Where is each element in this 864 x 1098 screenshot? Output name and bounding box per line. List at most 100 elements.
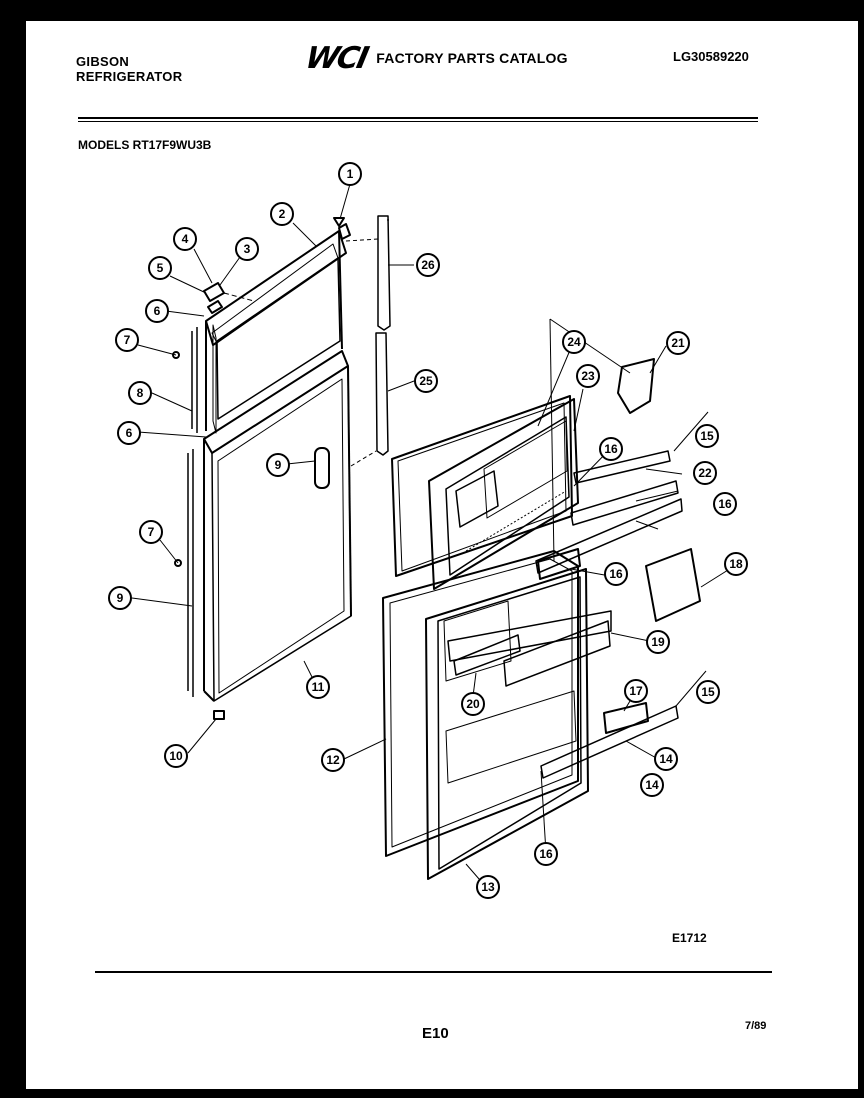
callout-16: 16 xyxy=(534,842,558,866)
callout-3: 3 xyxy=(235,237,259,261)
header-divider xyxy=(78,117,758,119)
callout-circle xyxy=(321,748,345,772)
document-number: LG30589220 xyxy=(673,49,749,64)
callout-7: 7 xyxy=(139,520,163,544)
callout-19: 19 xyxy=(646,630,670,654)
callout-label: 16 xyxy=(604,442,618,456)
model-number: MODELS RT17F9WU3B xyxy=(78,138,212,152)
callout-21: 21 xyxy=(666,331,690,355)
callout-circle xyxy=(173,227,197,251)
door-handle xyxy=(314,447,330,489)
callout-circle xyxy=(338,162,362,186)
callout-label: 25 xyxy=(419,374,433,388)
brand-name: GIBSON xyxy=(76,54,130,69)
callout-circle xyxy=(576,364,600,388)
callout-7: 7 xyxy=(115,328,139,352)
print-date: 7/89 xyxy=(745,1020,767,1032)
freezer-door-liner xyxy=(428,398,579,590)
callout-circle xyxy=(164,744,188,768)
callout-6: 6 xyxy=(117,421,141,445)
callout-label: 14 xyxy=(645,778,659,792)
callout-label: 6 xyxy=(154,304,161,318)
callout-24: 24 xyxy=(562,330,586,354)
callout-label: 26 xyxy=(421,258,435,272)
callout-label: 7 xyxy=(148,525,155,539)
callout-circle xyxy=(640,773,664,797)
callout-20: 20 xyxy=(461,692,485,716)
callout-10: 10 xyxy=(164,744,188,768)
callout-6: 6 xyxy=(145,299,169,323)
callout-label: 10 xyxy=(169,749,183,763)
callout-16: 16 xyxy=(604,562,628,586)
callout-15: 15 xyxy=(696,680,720,704)
callout-25: 25 xyxy=(414,369,438,393)
butter-bin xyxy=(645,548,701,622)
callout-label: 21 xyxy=(671,336,685,350)
callout-12: 12 xyxy=(321,748,345,772)
callout-26: 26 xyxy=(416,253,440,277)
callout-22: 22 xyxy=(693,461,717,485)
callout-label: 15 xyxy=(700,429,714,443)
door-shelf-rails xyxy=(535,450,683,779)
page-number: E10 xyxy=(422,1025,449,1042)
callout-circle xyxy=(416,253,440,277)
callout-label: 22 xyxy=(698,466,712,480)
callout-label: 12 xyxy=(326,753,340,767)
callout-circle xyxy=(108,586,132,610)
callout-label: 20 xyxy=(466,697,480,711)
callout-circle xyxy=(696,680,720,704)
freezer-door-outer xyxy=(205,230,347,434)
callout-label: 23 xyxy=(581,369,595,383)
catalog-title: FACTORY PARTS CATALOG xyxy=(376,50,568,66)
callout-circle xyxy=(145,299,169,323)
callout-18: 18 xyxy=(724,552,748,576)
callout-circle xyxy=(266,453,290,477)
callout-circle xyxy=(117,421,141,445)
dispenser-bracket xyxy=(617,358,655,414)
callout-9: 9 xyxy=(108,586,132,610)
callout-5: 5 xyxy=(148,256,172,280)
callout-2: 2 xyxy=(270,202,294,226)
callout-label: 11 xyxy=(312,680,325,694)
callout-15: 15 xyxy=(695,424,719,448)
callout-circle xyxy=(115,328,139,352)
callout-label: 6 xyxy=(126,426,133,440)
callout-circle xyxy=(604,562,628,586)
callout-circle xyxy=(724,552,748,576)
callout-circle xyxy=(128,381,152,405)
callout-circle xyxy=(148,256,172,280)
product-type: REFRIGERATOR xyxy=(76,69,183,84)
callout-14: 14 xyxy=(654,747,678,771)
callout-circle xyxy=(461,692,485,716)
callout-23: 23 xyxy=(576,364,600,388)
hinge-pin-top xyxy=(338,223,351,240)
callout-label: 14 xyxy=(659,752,673,766)
callout-label: 16 xyxy=(609,567,623,581)
callout-circle xyxy=(534,842,558,866)
brand-block: GIBSON REFRIGERATOR xyxy=(76,54,182,84)
callout-circle xyxy=(562,330,586,354)
food-door-gasket xyxy=(382,550,579,857)
exploded-parts-diagram: 1234566778991011121314141515161616161718… xyxy=(108,162,748,899)
footer-divider xyxy=(95,971,772,973)
food-door-liner xyxy=(425,568,612,880)
callout-circle xyxy=(654,747,678,771)
callout-13: 13 xyxy=(476,875,500,899)
callout-label: 8 xyxy=(137,386,144,400)
callout-label: 3 xyxy=(244,242,251,256)
callout-label: 19 xyxy=(651,635,665,649)
callout-circle xyxy=(139,520,163,544)
callout-circle xyxy=(713,492,737,516)
callout-label: 16 xyxy=(539,847,553,861)
callout-label: 17 xyxy=(629,684,643,698)
hinge-cap xyxy=(333,217,345,227)
callout-circle xyxy=(270,202,294,226)
rail-clip xyxy=(537,548,581,580)
callout-label: 5 xyxy=(157,261,164,275)
callout-label: 4 xyxy=(182,232,189,246)
callout-label: 1 xyxy=(347,167,354,181)
shelf-retainer xyxy=(603,702,649,734)
door-trim-strips xyxy=(187,327,198,697)
catalog-sheet: GIBSON REFRIGERATOR WCI FACTORY PARTS CA… xyxy=(26,21,858,1089)
freezer-door-gasket xyxy=(391,395,573,577)
